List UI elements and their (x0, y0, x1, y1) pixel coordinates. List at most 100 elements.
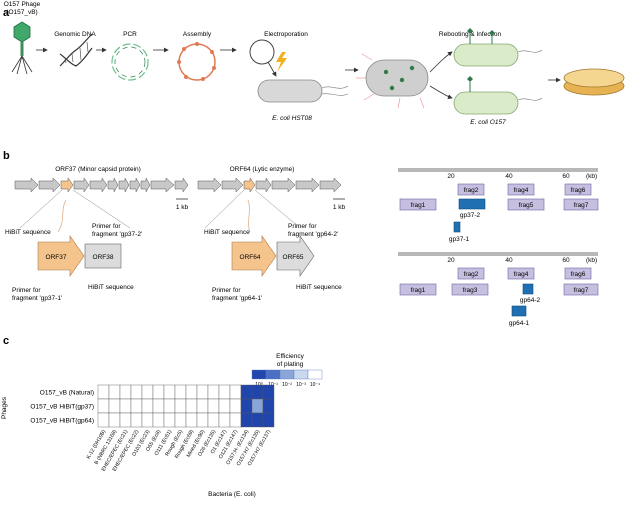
axis-unit: (kb) (586, 173, 597, 180)
heatmap-cell (262, 384, 275, 400)
orf37-title: ORF37 (Minor capsid protein) (55, 166, 141, 173)
legend-tick-label: 10⁻⁴ (310, 382, 320, 388)
heatmap-cell (262, 398, 275, 414)
frag6-box-b (564, 267, 592, 280)
orf37-zoom-line-right (72, 189, 131, 229)
orf64-primer2-line1: Primer for (288, 223, 317, 230)
heatmap-cell (163, 384, 176, 400)
heatmap-cell (97, 412, 110, 428)
orf37-hibit-primer-line (57, 199, 67, 233)
orf65-label: ORF65 (283, 254, 304, 261)
step-pcr: PCR (123, 31, 137, 38)
orf64-zoom-line-left (204, 189, 245, 229)
heatmap-cell (130, 398, 143, 414)
genome-bar-2 (398, 252, 598, 256)
frag5-label: frag5 (519, 202, 534, 209)
heatmap-cell (174, 384, 187, 400)
heatmap-cell (207, 384, 220, 400)
legend-swatch (293, 369, 309, 380)
axis-unit-b: (kb) (586, 257, 597, 264)
orf64-primer2-line2: fragment 'gp64-2' (288, 231, 338, 238)
gp37-1-label: gp37-1 (449, 236, 470, 243)
heatmap-cell (251, 412, 264, 428)
heatmap-cell (207, 398, 220, 414)
phage-label-line1: O157 Phage (4, 1, 41, 8)
gp64-1-box (511, 305, 527, 317)
tick-40-b: 40 (505, 257, 513, 264)
step-genomic-dna: Genomic DNA (54, 31, 96, 38)
heatmap-cell (163, 412, 176, 428)
orf64-hibit-primer-line (247, 199, 251, 233)
frag1-box (399, 198, 437, 211)
heatmap-cell (218, 384, 231, 400)
heatmap-cell (119, 398, 132, 414)
heatmap-cell (185, 384, 198, 400)
heatmap-cell (196, 384, 209, 400)
orf64-arrow (231, 235, 277, 277)
heatmap-cell (262, 412, 275, 428)
heatmap-cell (240, 384, 253, 400)
orf37-primer1-line1: Primer for (12, 287, 41, 294)
frag7-box-b (563, 283, 599, 296)
frag4-label-b: frag4 (514, 271, 529, 278)
orf64-title: ORF64 (Lytic enzyme) (230, 166, 295, 173)
step-electroporation: Electroporation (264, 31, 308, 38)
lysing-cell-icon (356, 53, 429, 109)
legend-tick-label: 10⁻³ (296, 382, 306, 388)
heatmap-row-label: O157_vB HiBiT(gp37) (30, 404, 94, 411)
frag2-label-b: frag2 (464, 271, 479, 278)
frag1-label: frag1 (411, 202, 426, 209)
panel-c-label: c (3, 335, 9, 347)
gp64-2-box (522, 283, 534, 295)
orf37-hibit-label-bottom: HiBiT sequence (88, 284, 134, 291)
legend-title-line1: Efficiency (276, 353, 304, 360)
heatmap-cell (108, 412, 121, 428)
orf37-zoom-line-left (19, 189, 63, 229)
legend-swatch (251, 369, 267, 380)
heatmap-cell (163, 398, 176, 414)
orf37-arrow (37, 235, 85, 277)
infected-cell-bottom-icon (453, 76, 543, 115)
heatmap-cell (152, 398, 165, 414)
heatmap-ylabel: Phages (1, 396, 8, 419)
legend-swatch (307, 369, 323, 380)
heatmap-cell (185, 412, 198, 428)
orf37-hibit-label-top: HiBiT sequence (5, 229, 51, 236)
tick-20: 20 (447, 173, 455, 180)
step-assembly: Assembly (183, 31, 212, 38)
tick-20-b: 20 (447, 257, 455, 264)
heatmap-cell (108, 384, 121, 400)
heatmap-cell (218, 412, 231, 428)
epop-heatmap: O157_vB (Natural)O157_vB HiBiT(gp37)O157… (30, 384, 275, 472)
heatmap-cell (141, 412, 154, 428)
frag7-label: frag7 (574, 202, 589, 209)
heatmap-xlabel: Bacteria (E. coli) (208, 491, 256, 498)
panel-b-label: b (3, 150, 10, 162)
tick-40: 40 (505, 173, 513, 180)
frag4-box-b (507, 267, 535, 280)
gp64-2-label: gp64-2 (520, 297, 541, 304)
fragment-map-gp64: 20 40 60 (kb) frag2 frag4 frag6 frag1 fr… (398, 252, 599, 327)
flow-arrow-6b (429, 85, 453, 100)
orf64-gene-map (197, 177, 342, 193)
heatmap-cell (141, 384, 154, 400)
frag4-label: frag4 (514, 187, 529, 194)
legend-swatch (279, 369, 295, 380)
orf64-scale-label: 1 kb (333, 204, 346, 211)
fragment-map-gp37: 20 40 60 (kb) frag2 frag4 frag6 frag1 gp… (398, 168, 599, 243)
frag4-box (507, 183, 535, 196)
frag1-box-b (399, 283, 437, 296)
heatmap-cell (152, 384, 165, 400)
frag6-label: frag6 (571, 187, 586, 194)
orf37-primer2-line1: Primer for (92, 223, 121, 230)
frag7-box (563, 198, 599, 211)
orf38-box (84, 243, 122, 269)
host-label-hst08: E. coli HST08 (272, 115, 312, 122)
heatmap-cell (152, 412, 165, 428)
frag3-label-b: frag3 (463, 287, 478, 294)
heatmap-cell (174, 412, 187, 428)
frag6-box (564, 183, 592, 196)
heatmap-cell (130, 384, 143, 400)
orf64-hibit-label-top: HiBiT sequence (204, 229, 250, 236)
